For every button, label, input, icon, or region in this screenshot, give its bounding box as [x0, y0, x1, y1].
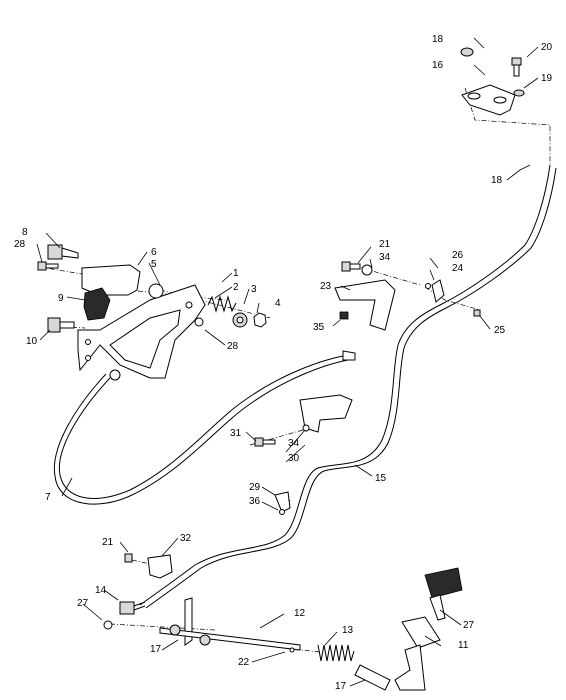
spring-13: [317, 644, 355, 662]
bolt-21-top: [511, 57, 522, 77]
cable-7-outer: [53, 359, 349, 505]
pad-27: [424, 567, 463, 621]
cable-7: [58, 354, 349, 499]
callout-35: 35: [313, 322, 325, 333]
bolt-33: [254, 437, 276, 447]
bracket-23: [334, 279, 396, 331]
callout-34-top: 34: [379, 252, 391, 263]
callout-3: 3: [251, 284, 257, 295]
tube-17: [354, 664, 391, 691]
bolt-21-mid: [341, 261, 361, 272]
callout-34-mid: 34: [288, 438, 300, 449]
callout-32: 32: [180, 533, 192, 544]
callout-21-top: 20: [541, 42, 553, 53]
cable-15-outer: [145, 167, 557, 609]
callout-24: 24: [452, 263, 464, 274]
callout-28-low: 27: [77, 598, 89, 609]
pedal-11: [394, 616, 441, 691]
washer-5: [148, 283, 164, 299]
oring-28-left: [194, 317, 204, 327]
clip-30: [274, 491, 291, 513]
callout-21-low: 21: [102, 537, 114, 548]
callout-31: 30: [288, 453, 300, 464]
bracket-32: [147, 554, 173, 579]
callout-17: 17: [335, 681, 347, 692]
callout-18-top: 18: [432, 34, 444, 45]
callout-21-mid: 21: [379, 239, 391, 250]
callout-36: 36: [249, 496, 261, 507]
callout-27: 27: [463, 620, 475, 631]
callout-26: 26: [452, 250, 464, 261]
nut-35: [339, 311, 349, 320]
callout-33: 31: [230, 428, 242, 439]
washer-18-b: [199, 634, 211, 646]
callout-18-low: 17: [150, 644, 162, 655]
callout-28-left: 28: [227, 341, 239, 352]
spring-2: [207, 295, 237, 313]
callout-1: 1: [233, 268, 239, 279]
oring-28-low: [103, 620, 113, 630]
callout-9: 9: [58, 293, 64, 304]
callout-4: 4: [275, 298, 281, 309]
washer-18-top: [460, 47, 474, 57]
fitting-14: [119, 601, 146, 615]
bracket-6: [81, 264, 141, 296]
callout-14: 14: [95, 585, 107, 596]
callout-13: 13: [342, 625, 354, 636]
bolt-21-low: [124, 553, 133, 563]
washer-18-a: [169, 624, 181, 636]
callout-22: 22: [238, 657, 250, 668]
pin-36: [279, 509, 285, 515]
callout-15: 15: [375, 473, 387, 484]
bushing-3: [232, 312, 248, 328]
bolt-8: [47, 244, 79, 260]
pin-26: [425, 283, 431, 289]
bolt-25: [473, 309, 481, 317]
callout-11: 11: [458, 640, 469, 651]
callout-25: 25: [494, 325, 506, 336]
callout-10: 10: [26, 336, 38, 347]
bracket-16: [461, 84, 516, 116]
bolt-10: [47, 317, 75, 333]
pin-22: [289, 647, 295, 653]
plate-1: [77, 284, 206, 379]
callout-12: 12: [294, 608, 306, 619]
callout-5: 5: [151, 259, 157, 270]
washer-34-mid: [302, 424, 310, 432]
cable-15-main: [139, 164, 551, 606]
callout-6: 6: [151, 247, 157, 258]
callout-29: 28: [14, 239, 26, 250]
cable-7-end-right: [342, 350, 356, 361]
cable-7-end-left: [109, 369, 121, 381]
callout-19: 18: [491, 175, 503, 186]
callout-20: 19: [541, 73, 553, 84]
callout-23: 23: [320, 281, 332, 292]
washer-34-top: [361, 264, 373, 276]
callout-16: 16: [432, 60, 444, 71]
rod-12: [159, 597, 301, 651]
clip-24: [431, 279, 445, 303]
callout-7: 7: [45, 492, 51, 503]
leader-lines: [36, 37, 539, 687]
callout-2: 2: [233, 282, 239, 293]
nut-4: [253, 312, 267, 328]
washer-20: [513, 89, 525, 97]
callout-8: 8: [22, 227, 28, 238]
bolt-29: [37, 261, 59, 271]
callout-30: 29: [249, 482, 261, 493]
knob-9: [83, 287, 111, 321]
